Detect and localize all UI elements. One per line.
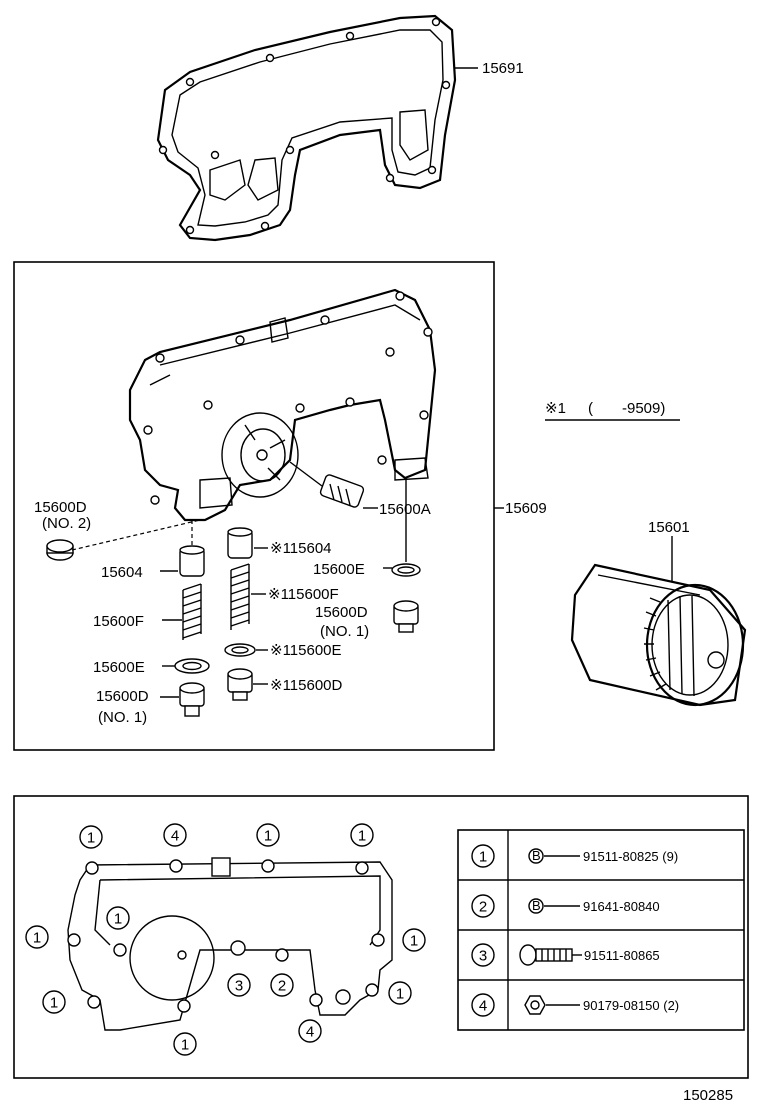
legend-num-1: 1 [479, 849, 487, 866]
label-x15600D: ※115600D [270, 677, 343, 694]
label-15600F: 15600F [93, 613, 144, 630]
callout-1: 1 [87, 830, 95, 847]
oil-filter-drawing [570, 563, 747, 707]
bolt-head-icon [528, 848, 544, 864]
legend-part-2: 91641-80840 [583, 899, 660, 914]
callout-1: 1 [50, 995, 58, 1012]
callout-4: 4 [171, 828, 179, 845]
callout-1: 1 [358, 828, 366, 845]
bolt-map-drawing [67, 857, 393, 1031]
legend-num-2: 2 [479, 899, 487, 916]
label-15600D-no1-left-sub: (NO. 1) [98, 709, 147, 726]
label-15600D-no1-right: 15600D [315, 604, 368, 621]
assembly-box [13, 261, 495, 751]
legend-num-3: 3 [479, 948, 487, 965]
left-valve-stack [174, 520, 210, 717]
legend-part-3: 91511-80865 [584, 948, 660, 963]
callout-1: 1 [33, 930, 41, 947]
relief-valve [289, 461, 365, 508]
label-15600E: 15600E [93, 659, 145, 676]
label-x15600E: ※115600E [270, 642, 342, 659]
footnote-range: -9509) [622, 400, 665, 417]
callout-1: 1 [396, 986, 404, 1003]
label-15600D-no1-left: 15600D [96, 688, 149, 705]
label-15600D-no2-sub: (NO. 2) [42, 515, 91, 532]
callout-2: 2 [278, 978, 286, 995]
flange-bolt-icon [519, 944, 573, 966]
legend-part-1: 91511-80825 (9) [583, 849, 678, 864]
label-15600D-no1-right-sub: (NO. 1) [320, 623, 369, 640]
legend-part-4: 90179-08150 (2) [583, 998, 679, 1013]
callout-1: 1 [264, 828, 272, 845]
label-15601: 15601 [648, 519, 690, 536]
legend-num-4: 4 [479, 998, 487, 1015]
footnote-open: ( [588, 400, 593, 417]
bolt-b-icon: B [532, 898, 541, 913]
oil-cooler-body [128, 288, 437, 522]
callout-1: 1 [181, 1037, 189, 1054]
label-15600D-no2: 15600D [34, 499, 87, 516]
bolt-map-box [13, 795, 749, 1079]
callout-1: 1 [114, 911, 122, 928]
label-15604: 15604 [101, 564, 143, 581]
callout-1: 1 [410, 933, 418, 950]
label-15691: 15691 [482, 60, 524, 77]
bolt-legend-table: 1 B 91511-80825 (9) 2 B 91641-80840 3 91… [457, 829, 745, 1031]
bolt-b-icon: B [532, 848, 541, 863]
page-number: 150285 [683, 1087, 733, 1104]
label-15600E-right: 15600E [313, 561, 365, 578]
gasket-drawing [156, 14, 457, 242]
middle-valve-stack [224, 527, 256, 701]
label-15609: 15609 [505, 500, 547, 517]
label-15600A: 15600A [379, 501, 431, 518]
label-x15600F: ※115600F [268, 586, 339, 603]
callout-3: 3 [235, 978, 243, 995]
label-x15604: ※115604 [270, 540, 332, 557]
bolt-map-callouts: 1 4 1 1 1 1 1 3 2 1 1 4 1 [25, 823, 426, 1056]
nut-icon [524, 995, 546, 1015]
bolt-head-icon [528, 898, 544, 914]
callout-4: 4 [306, 1024, 314, 1041]
footnote-mark: ※1 [545, 400, 566, 417]
